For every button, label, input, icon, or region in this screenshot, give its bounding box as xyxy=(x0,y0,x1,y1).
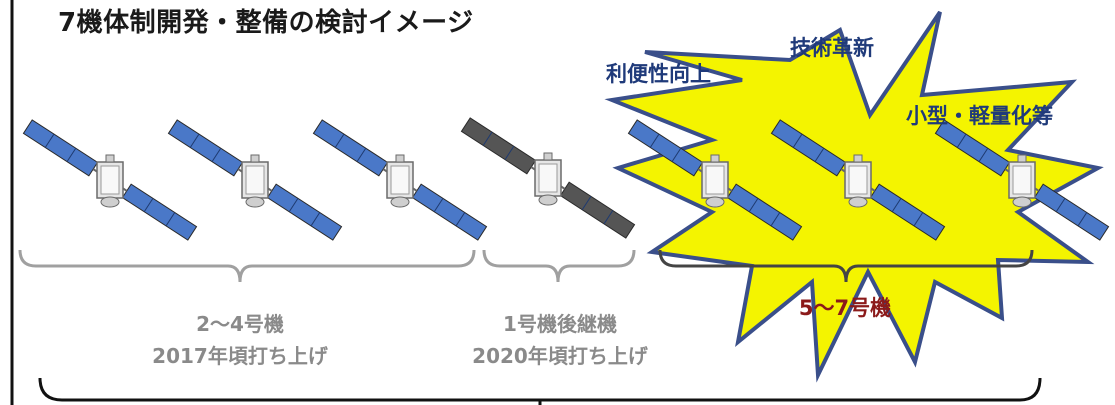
group-new-label: 5〜7号機 xyxy=(798,296,892,320)
satellite-5 xyxy=(627,119,803,241)
callout-innovation: 技術革新 xyxy=(790,36,874,60)
solar-panel-left xyxy=(460,117,537,175)
satellite-3 xyxy=(167,119,343,241)
diagram-title: 7機体制開発・整備の検討イメージ xyxy=(58,8,474,38)
solar-panel-right xyxy=(121,183,198,241)
solar-panel-left xyxy=(312,119,389,177)
callout-convenience: 利便性向上 xyxy=(606,62,711,86)
bracket-existing xyxy=(18,249,476,283)
solar-panel-left xyxy=(167,119,244,177)
solar-panel-left xyxy=(22,119,99,177)
group-existing-date: 2017年頃打ち上げ xyxy=(152,344,328,368)
solar-panel-left xyxy=(770,119,847,177)
satellite-7 xyxy=(934,119,1110,241)
solar-panel-left xyxy=(934,119,1011,177)
group-successor-date: 2020年頃打ち上げ xyxy=(472,344,648,368)
solar-panel-right xyxy=(559,181,636,239)
solar-panel-right xyxy=(411,183,488,241)
group-existing-label: 2〜4号機 xyxy=(196,312,284,336)
solar-panel-right xyxy=(726,183,803,241)
group-successor-label: 1号機後継機 xyxy=(503,312,617,336)
callout-miniaturization: 小型・軽量化等 xyxy=(906,104,1053,128)
satellite-4 xyxy=(312,119,488,241)
satellite-2 xyxy=(22,119,198,241)
bracket-successor xyxy=(482,249,636,283)
satellite-6 xyxy=(770,119,946,241)
solar-panel-right xyxy=(1033,183,1110,241)
solar-panel-right xyxy=(869,183,946,241)
solar-panel-left xyxy=(627,119,704,177)
bracket-new xyxy=(658,249,1034,283)
solar-panel-right xyxy=(266,183,343,241)
satellite-successor xyxy=(460,117,636,239)
